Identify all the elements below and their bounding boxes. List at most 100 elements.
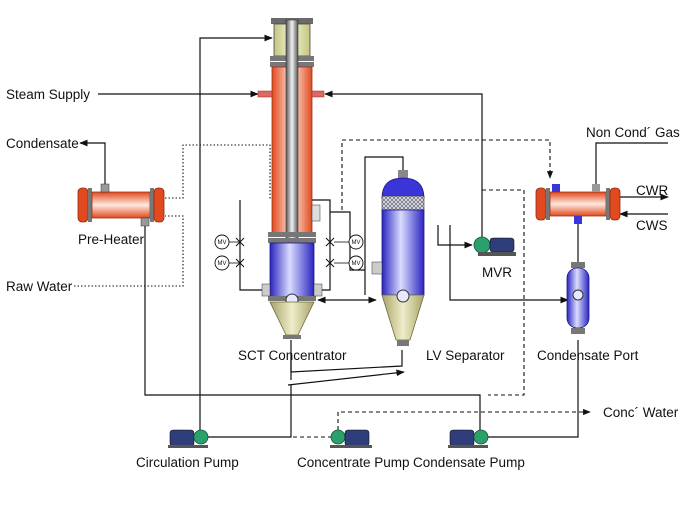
cone-flange — [283, 335, 301, 339]
circulation-pump-casing — [193, 429, 209, 445]
lv-separator[interactable] — [371, 170, 425, 346]
preheater-bottom-nozzle — [140, 217, 150, 227]
condenser-left-head — [535, 187, 547, 221]
right-chamber-nozzle — [313, 283, 323, 297]
pre-heater[interactable] — [77, 183, 165, 227]
separator-inlet-nozzle — [371, 261, 383, 275]
non-cond-gas-line — [595, 142, 668, 188]
condenser[interactable] — [535, 184, 621, 224]
side-nozzle — [311, 204, 321, 222]
concentrate-pump[interactable] — [330, 429, 372, 448]
separator-cone — [381, 294, 425, 341]
label-concentrate-pump: Concentrate Pump — [297, 455, 410, 470]
mv-branch-right — [310, 199, 331, 291]
labels: Steam Supply Condensate Raw Water Pre-He… — [6, 87, 680, 470]
mvr-compressor[interactable] — [473, 236, 516, 256]
label-condensate-port: Condensate Port — [537, 348, 639, 363]
chamber-top-flange — [268, 238, 316, 243]
preheater-outlet-line — [165, 144, 271, 200]
label-condensate-pump: Condensate Pump — [413, 455, 525, 470]
concentrator-to-pump — [206, 385, 292, 438]
condenser-inlet-nozzle — [552, 184, 560, 192]
condenser-shell — [549, 191, 607, 217]
condenser-left-flange — [546, 188, 550, 220]
vent-to-condenser-line — [341, 139, 554, 210]
label-pre-heater: Pre-Heater — [78, 232, 145, 247]
label-lv-separator: LV Separator — [426, 348, 505, 363]
separator-vapor-top — [364, 156, 404, 295]
port-sight-glass — [572, 289, 584, 301]
steam-nozzle — [257, 90, 273, 98]
circulation-pump[interactable] — [168, 429, 209, 448]
left-chamber-nozzle — [261, 283, 271, 297]
mv-valve-left-upper[interactable]: MV — [214, 234, 245, 250]
condenser-vent-nozzle — [592, 184, 600, 192]
condensate-pump[interactable] — [448, 429, 489, 448]
piping — [74, 34, 669, 438]
label-condensate: Condensate — [6, 136, 79, 151]
raw-water-line — [74, 215, 184, 287]
label-sct-concentrator: SCT Concentrator — [238, 348, 347, 363]
port-bottom-flange — [571, 328, 585, 334]
condensate-line — [79, 139, 106, 188]
demister-pad — [381, 195, 425, 211]
label-circulation-pump: Circulation Pump — [136, 455, 239, 470]
mv-label: MV — [352, 240, 361, 246]
preheater-right-flange — [150, 188, 154, 222]
preheater-shell — [91, 191, 151, 219]
condensate-pump-base — [448, 445, 488, 448]
concentrate-pump-casing — [330, 429, 346, 445]
mv-label: MV — [218, 240, 227, 246]
preheater-left-head — [77, 187, 89, 223]
separator-dome — [381, 177, 425, 199]
preheater-left-flange — [88, 188, 92, 222]
label-steam-supply: Steam Supply — [6, 87, 90, 102]
vapor-nozzle — [311, 90, 325, 98]
separator-bottom-flange — [397, 340, 409, 346]
mv-valve-left-lower[interactable]: MV — [214, 255, 245, 271]
vapor-to-mvr-line — [437, 225, 473, 249]
concentrator-bottom-line — [290, 340, 403, 373]
mvr-motor — [489, 237, 515, 253]
conc-water-line — [337, 408, 591, 430]
preheater-right-head — [153, 187, 165, 223]
mv-branch-left — [239, 200, 262, 291]
separator-sight-glass — [396, 289, 410, 303]
label-raw-water: Raw Water — [6, 279, 73, 294]
to-separator-line — [287, 369, 405, 386]
dashed-right-loop — [482, 189, 525, 396]
circulation-line — [199, 34, 273, 430]
mvr-base — [478, 252, 516, 256]
condensate-pump-motor — [449, 429, 475, 447]
circulation-pump-base — [168, 445, 208, 448]
blue-chamber — [269, 242, 315, 299]
label-non-cond-gas: Non Cond´ Gas — [586, 125, 680, 140]
sct-concentrator[interactable] — [257, 18, 325, 339]
concentrate-pump-base — [330, 445, 372, 448]
mv-valve-right-upper[interactable]: MV — [325, 234, 364, 250]
condenser-outlet-nozzle — [574, 216, 582, 224]
label-cwr: CWR — [636, 183, 668, 198]
mvr-impeller — [473, 236, 491, 254]
mv-label: MV — [218, 261, 227, 267]
port-top-flange — [571, 262, 585, 268]
separator-top-nozzle — [398, 170, 408, 178]
concentrator-cone — [269, 301, 315, 336]
condensate-pump-casing — [473, 429, 489, 445]
condensate-pump-line — [485, 340, 579, 438]
separator-to-port-line — [449, 225, 569, 304]
label-mvr: MVR — [482, 265, 512, 280]
condensate-port-vessel[interactable] — [566, 262, 590, 334]
condenser-right-flange — [606, 188, 610, 220]
mvr-discharge-line — [324, 90, 483, 244]
mv-label: MV — [352, 261, 361, 267]
condenser-right-head — [609, 187, 621, 221]
preheater-return-line — [144, 214, 481, 430]
mv-valves: MV MV MV MV — [214, 234, 364, 271]
preheater-top-nozzle — [100, 183, 110, 193]
separator-body — [381, 209, 425, 296]
mv-valve-right-lower[interactable]: MV — [325, 255, 364, 271]
concentrate-pump-motor — [344, 429, 370, 447]
label-cws: CWS — [636, 218, 668, 233]
